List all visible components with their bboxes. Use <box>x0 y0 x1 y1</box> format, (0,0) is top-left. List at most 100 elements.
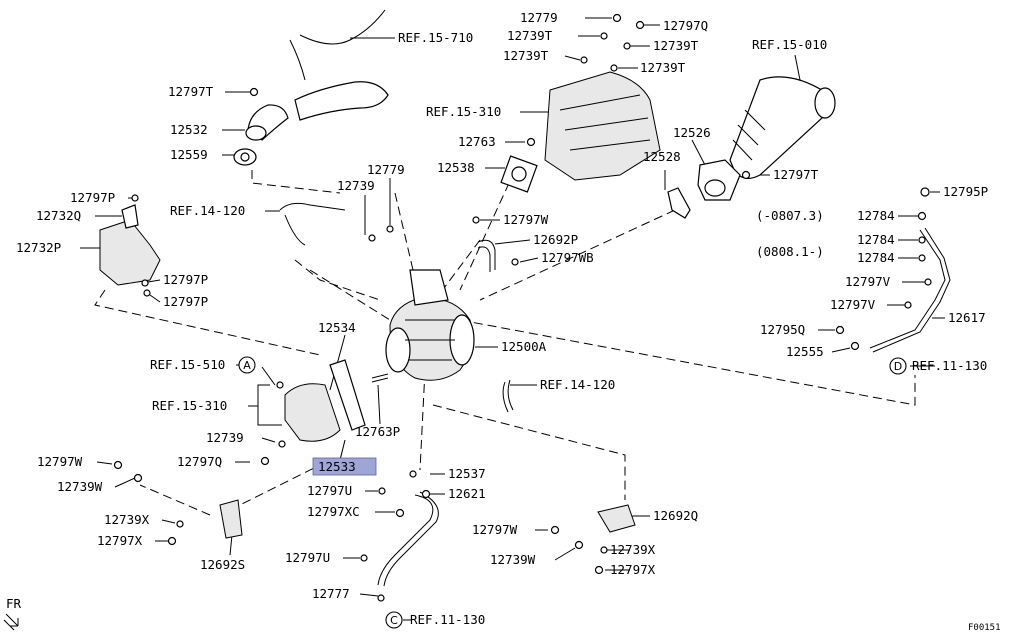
label-ref-14-120a[interactable]: REF.14-120 <box>170 203 245 218</box>
label-12797Pa[interactable]: 12797P <box>70 190 115 205</box>
label-12500A[interactable]: 12500A <box>501 339 547 354</box>
label-ref-11-130a[interactable]: REF.11-130 <box>912 358 987 373</box>
label-12763P[interactable]: 12763P <box>355 424 400 439</box>
label-12777[interactable]: 12777 <box>312 586 350 601</box>
label-12797Va[interactable]: 12797V <box>845 274 891 289</box>
label-12763[interactable]: 12763 <box>458 134 496 149</box>
svg-text:FR: FR <box>6 596 22 611</box>
part-labels: 12779 12797Q 12739T 12739T 12739T 12739T… <box>16 10 988 627</box>
label-12739b[interactable]: 12739 <box>206 430 244 445</box>
bracket-12692S <box>219 499 243 539</box>
highlight-box <box>312 457 377 476</box>
label-12617[interactable]: 12617 <box>948 310 986 325</box>
label-12797W[interactable]: 12797W <box>503 212 549 227</box>
part-drawings <box>99 9 951 602</box>
label-12797U[interactable]: 12797U <box>307 483 352 498</box>
svg-text:A: A <box>243 359 251 372</box>
label-12532[interactable]: 12532 <box>170 122 208 137</box>
fasteners <box>113 13 932 602</box>
label-12779a[interactable]: 12779 <box>520 10 558 25</box>
label-0808[interactable]: (0808.1-) <box>756 244 824 259</box>
svg-text:D: D <box>894 360 902 373</box>
bracket-12692Q <box>597 504 636 533</box>
label-12739Tc[interactable]: 12739T <box>503 48 549 63</box>
label-12797XC[interactable]: 12797XC <box>307 504 360 519</box>
label-12621[interactable]: 12621 <box>448 486 486 501</box>
label-12797Wc[interactable]: 12797W <box>472 522 518 537</box>
label-ref-11-130b[interactable]: REF.11-130 <box>410 612 485 627</box>
label-ref-15-310b[interactable]: REF.15-310 <box>152 398 227 413</box>
label-12555[interactable]: 12555 <box>786 344 824 359</box>
fr-arrow-icon <box>3 613 19 631</box>
label-12797Wb[interactable]: 12797W <box>37 454 83 469</box>
label-12739Ta[interactable]: 12739T <box>507 28 553 43</box>
label-12795Pa[interactable]: 12795P <box>943 184 988 199</box>
label-12797Pc[interactable]: 12797P <box>163 294 208 309</box>
callout-a: A <box>238 356 256 374</box>
gasket-12528 <box>667 187 691 219</box>
stud-12763P <box>371 373 389 383</box>
exhaust-elbow <box>284 383 341 442</box>
turbocharger <box>385 269 475 381</box>
label-12797Tb[interactable]: 12797T <box>773 167 819 182</box>
water-pipe <box>502 379 514 413</box>
air-duct <box>729 76 830 179</box>
label-12537[interactable]: 12537 <box>448 466 486 481</box>
label-12797Pb[interactable]: 12797P <box>163 272 208 287</box>
wire-harness <box>289 9 386 81</box>
label-12797Ub[interactable]: 12797U <box>285 550 330 565</box>
intake-hose <box>294 81 389 121</box>
label-ref-14-120b[interactable]: REF.14-120 <box>540 377 615 392</box>
bracket-12732Q <box>121 204 139 229</box>
label-12533[interactable]: 12533 <box>318 459 356 474</box>
label-12797X[interactable]: 12797X <box>97 533 143 548</box>
label-12528[interactable]: 12528 <box>643 149 681 164</box>
label-12526[interactable]: 12526 <box>673 125 711 140</box>
label-12559[interactable]: 12559 <box>170 147 208 162</box>
callout-d: D <box>889 357 907 375</box>
elbow-flange <box>245 125 267 141</box>
label-12797Qb[interactable]: 12797Q <box>177 454 222 469</box>
label-12732P[interactable]: 12732P <box>16 240 61 255</box>
label-12739Tb[interactable]: 12739T <box>653 38 699 53</box>
label-12739Wb[interactable]: 12739W <box>490 552 536 567</box>
gasket-12534 <box>329 359 366 431</box>
leader-lines <box>80 17 945 621</box>
label-12797Qa[interactable]: 12797Q <box>663 18 708 33</box>
callout-c: C <box>385 611 403 629</box>
label-12779b[interactable]: 12779 <box>367 162 405 177</box>
label-12739W[interactable]: 12739W <box>57 479 103 494</box>
figure-code: F00151 <box>968 623 1001 633</box>
label-12739Xb[interactable]: 12739X <box>610 542 656 557</box>
label-12797Xb[interactable]: 12797X <box>610 562 656 577</box>
label-12538[interactable]: 12538 <box>437 160 475 175</box>
label-ref-15-010[interactable]: REF.15-010 <box>752 37 827 52</box>
label-12797WB[interactable]: 12797WB <box>541 250 594 265</box>
label-12692Q[interactable]: 12692Q <box>653 508 698 523</box>
fr-indicator: FR <box>3 596 22 631</box>
label-ref-15-310a[interactable]: REF.15-310 <box>426 104 501 119</box>
label-12739[interactable]: 12739 <box>337 178 375 193</box>
label-12795Qa[interactable]: 12795Q <box>760 322 805 337</box>
label-12534[interactable]: 12534 <box>318 320 356 335</box>
label-ref-15-710[interactable]: REF.15-710 <box>398 30 473 45</box>
oil-pipe-upper <box>279 202 346 246</box>
label-ref-15-510[interactable]: REF.15-510 <box>150 357 225 372</box>
heat-shield <box>544 71 661 181</box>
label-0807[interactable]: (-0807.3) <box>756 208 824 223</box>
label-12797Ta[interactable]: 12797T <box>168 84 214 99</box>
label-12784c[interactable]: 12784 <box>857 250 895 265</box>
label-12784a[interactable]: 12784 <box>857 208 895 223</box>
svg-text:C: C <box>390 614 398 627</box>
label-12732Q[interactable]: 12732Q <box>36 208 81 223</box>
label-12784b[interactable]: 12784 <box>857 232 895 247</box>
label-12739Td[interactable]: 12739T <box>640 60 686 75</box>
label-12692S[interactable]: 12692S <box>200 557 245 572</box>
pipe-12692P <box>477 239 496 272</box>
label-12692P[interactable]: 12692P <box>533 232 578 247</box>
oil-return-pipe <box>377 491 439 587</box>
label-12739X[interactable]: 12739X <box>104 512 150 527</box>
bracket-12732P <box>99 219 161 286</box>
label-12797Vb[interactable]: 12797V <box>830 297 876 312</box>
